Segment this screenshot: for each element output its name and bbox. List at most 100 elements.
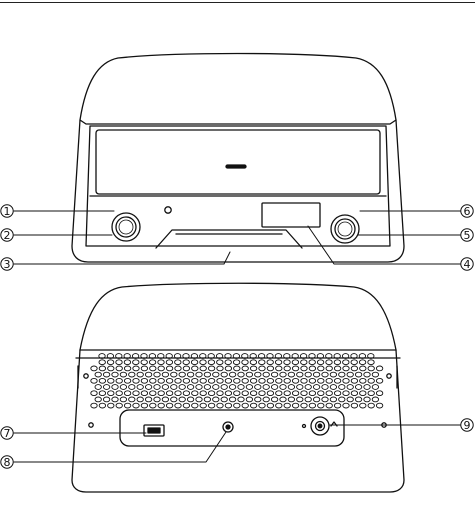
grille-hole bbox=[288, 372, 294, 377]
svg-text:7: 7 bbox=[4, 427, 11, 440]
grille-hole bbox=[364, 385, 370, 390]
callout-8: 8 bbox=[1, 456, 13, 469]
grille-hole bbox=[133, 378, 139, 383]
grille-hole bbox=[221, 385, 227, 390]
grille-hole bbox=[351, 360, 357, 365]
grille-hole bbox=[213, 385, 219, 390]
grille-hole bbox=[318, 366, 324, 371]
grille-hole bbox=[200, 378, 206, 383]
grille-hole bbox=[292, 403, 298, 408]
grille-hole bbox=[267, 378, 273, 383]
svg-text:1: 1 bbox=[4, 205, 11, 218]
grille-hole bbox=[313, 397, 319, 402]
grille-hole bbox=[368, 403, 374, 408]
grille-hole bbox=[192, 366, 198, 371]
grille-hole bbox=[276, 403, 282, 408]
grille-hole bbox=[229, 397, 235, 402]
grille-hole bbox=[339, 397, 345, 402]
grille-hole bbox=[233, 360, 239, 365]
grille-hole bbox=[351, 391, 357, 396]
grille-hole bbox=[175, 378, 181, 383]
grille-hole bbox=[149, 360, 155, 365]
grille-hole bbox=[179, 385, 185, 390]
grille-hole bbox=[305, 385, 311, 390]
grille-hole bbox=[120, 385, 126, 390]
grille-hole bbox=[150, 366, 156, 371]
left-knob[interactable] bbox=[112, 213, 140, 241]
grille-hole bbox=[192, 403, 198, 408]
grille-hole bbox=[284, 403, 290, 408]
grille-hole bbox=[347, 397, 353, 402]
grille-hole bbox=[313, 385, 319, 390]
grille-hole bbox=[196, 372, 202, 377]
grille-hole bbox=[301, 360, 307, 365]
grille-hole bbox=[347, 385, 353, 390]
grille-hole bbox=[292, 360, 298, 365]
grille-hole bbox=[355, 385, 361, 390]
grille-hole bbox=[225, 378, 231, 383]
grille-hole bbox=[297, 372, 303, 377]
front-speaker-window bbox=[96, 130, 380, 194]
grille-hole bbox=[343, 378, 349, 383]
grille-hole bbox=[309, 366, 315, 371]
grille-hole bbox=[183, 403, 189, 408]
grille-hole bbox=[351, 366, 357, 371]
grille-hole bbox=[158, 378, 164, 383]
grille-hole bbox=[238, 385, 244, 390]
grille-hole bbox=[234, 403, 240, 408]
grille-hole bbox=[116, 378, 122, 383]
grille-hole bbox=[250, 360, 256, 365]
svg-text:8: 8 bbox=[4, 456, 11, 469]
grille-hole bbox=[217, 391, 223, 396]
grille-hole bbox=[217, 403, 223, 408]
grille-hole bbox=[158, 391, 164, 396]
grille-hole bbox=[292, 391, 298, 396]
grille-hole bbox=[292, 378, 298, 383]
grille-hole bbox=[200, 360, 206, 365]
fm-antenna-socket[interactable] bbox=[303, 417, 338, 435]
grille-hole bbox=[225, 360, 231, 365]
grille-hole bbox=[334, 391, 340, 396]
audio-in-jack[interactable] bbox=[223, 422, 233, 432]
grille-hole bbox=[225, 391, 231, 396]
grille-hole bbox=[259, 360, 265, 365]
grille-hole bbox=[204, 397, 210, 402]
right-knob[interactable] bbox=[331, 215, 359, 243]
grille-hole bbox=[271, 385, 277, 390]
callout-2: 2 bbox=[1, 229, 13, 242]
disc-tray[interactable] bbox=[156, 230, 302, 248]
grille-hole bbox=[263, 397, 269, 402]
grille-hole bbox=[129, 372, 135, 377]
grille-hole bbox=[175, 360, 181, 365]
usb-port[interactable] bbox=[144, 425, 164, 436]
grille-hole bbox=[187, 372, 193, 377]
grille-hole bbox=[154, 385, 160, 390]
grille-hole bbox=[162, 385, 168, 390]
grille-hole bbox=[330, 372, 336, 377]
grille-hole bbox=[217, 366, 223, 371]
grille-hole bbox=[187, 385, 193, 390]
grille-hole bbox=[171, 397, 177, 402]
back-top-cover bbox=[80, 283, 396, 350]
grille-hole bbox=[150, 391, 156, 396]
grille-hole bbox=[330, 385, 336, 390]
display-panel[interactable] bbox=[262, 203, 320, 227]
grille-hole bbox=[204, 385, 210, 390]
svg-text:6: 6 bbox=[464, 205, 471, 218]
grille-hole bbox=[259, 391, 265, 396]
grille-hole bbox=[284, 391, 290, 396]
grille-hole bbox=[213, 372, 219, 377]
grille-hole bbox=[208, 403, 214, 408]
grille-hole bbox=[116, 403, 122, 408]
grille-hole bbox=[339, 372, 345, 377]
grille-hole bbox=[313, 372, 319, 377]
grille-hole bbox=[192, 378, 198, 383]
grille-hole bbox=[267, 391, 273, 396]
grille-hole bbox=[183, 391, 189, 396]
grille-hole bbox=[355, 372, 361, 377]
speaker-grille bbox=[91, 354, 383, 408]
grille-hole bbox=[99, 403, 105, 408]
grille-hole bbox=[141, 378, 147, 383]
grille-hole bbox=[238, 372, 244, 377]
